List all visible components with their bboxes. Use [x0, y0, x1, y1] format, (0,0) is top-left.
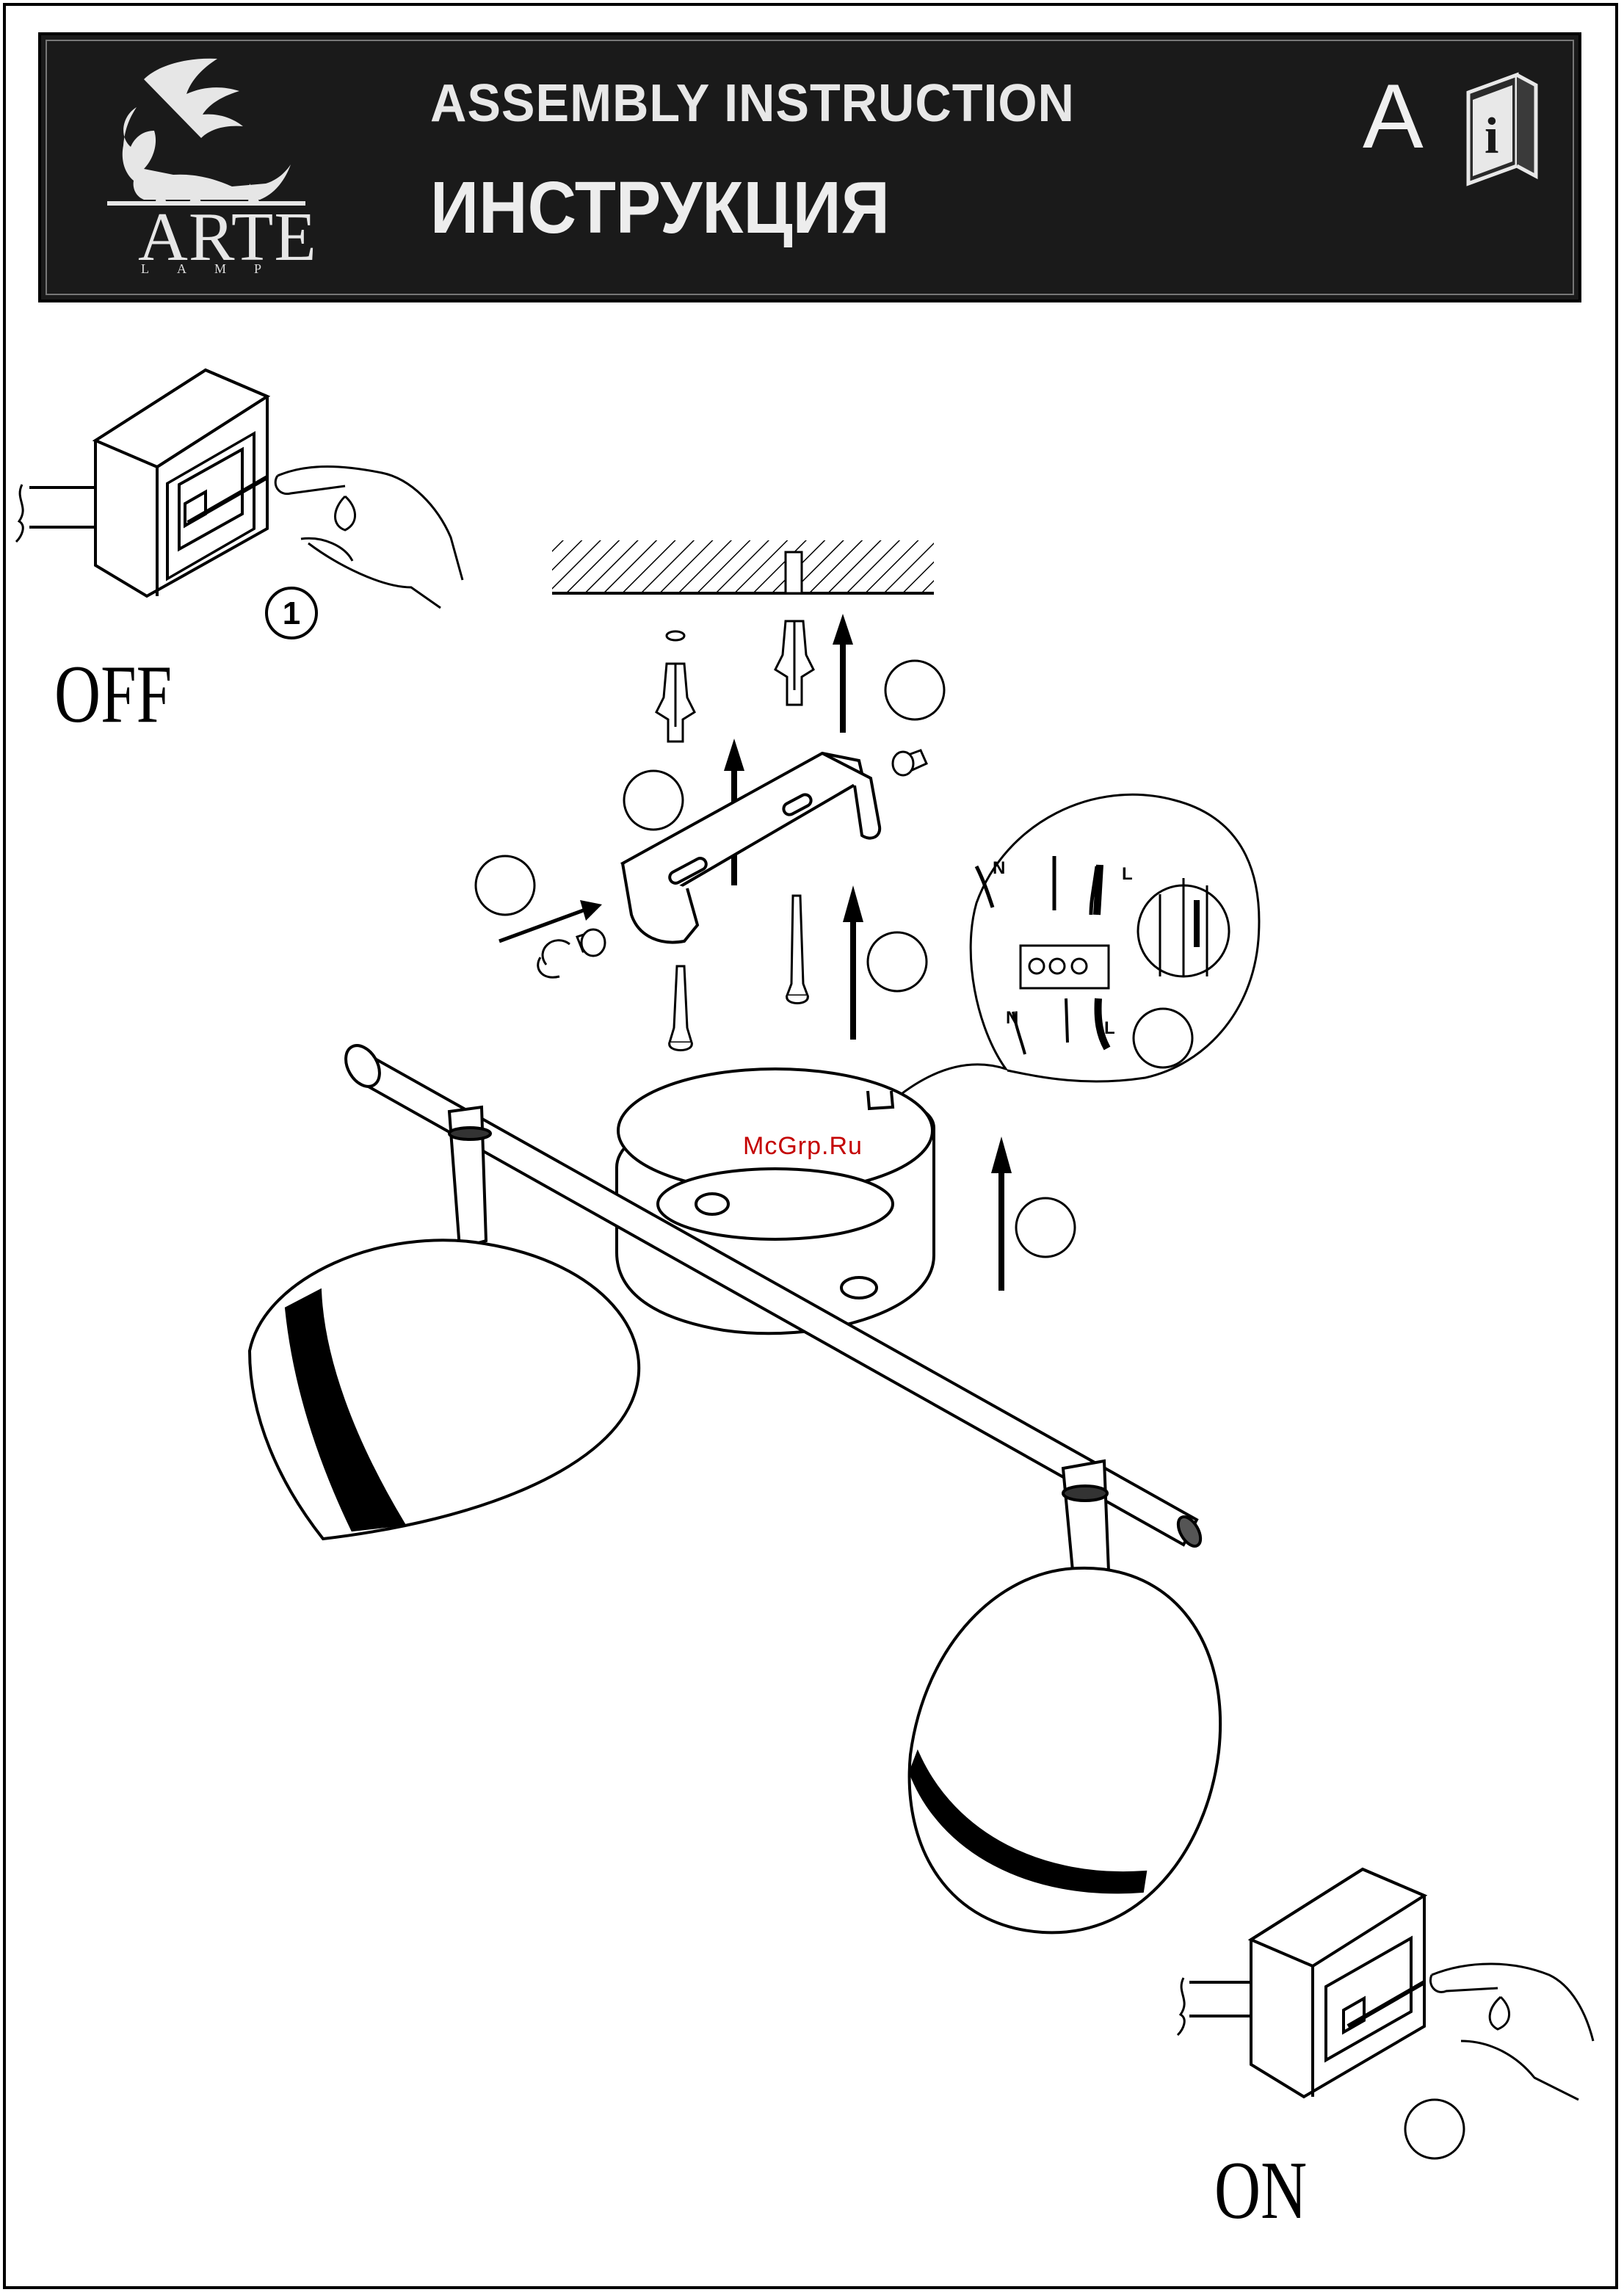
- neutral-top-label: N: [993, 858, 1005, 878]
- neutral-bottom-label: N: [1006, 1008, 1018, 1028]
- mounting-bracket: [623, 753, 880, 943]
- svg-text:1: 1: [283, 595, 300, 631]
- watermark: McGrp.Ru: [743, 1132, 863, 1161]
- step-number-one: 1: [264, 586, 319, 640]
- live-bottom-label: L: [1104, 1018, 1115, 1038]
- switch-on-label: ON: [1214, 2144, 1307, 2238]
- wall-plug-left: [656, 631, 695, 742]
- wall-switch-off: [16, 370, 267, 596]
- live-top-label: L: [1122, 864, 1133, 884]
- spotlight-shade-left: [250, 1107, 639, 1539]
- ceiling-hatch: [552, 540, 934, 593]
- switch-off-label: OFF: [54, 648, 172, 742]
- hand-on: [1430, 1964, 1593, 2100]
- wiring-callout: [896, 794, 1259, 1098]
- wall-switch-on: [1178, 1869, 1424, 2097]
- wall-plug-right: [775, 621, 813, 705]
